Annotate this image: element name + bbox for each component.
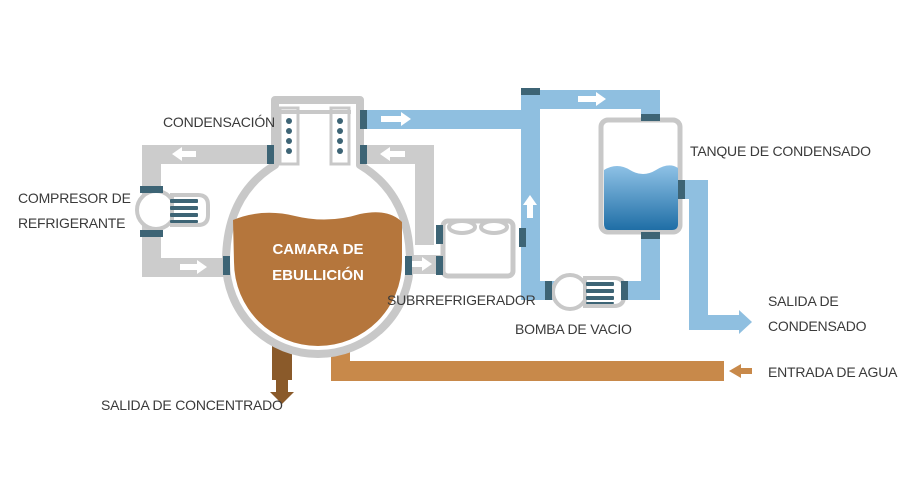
- arrow-refrigerant-top: [172, 147, 196, 161]
- label-salida-condensado-line1: SALIDA DE: [768, 293, 839, 309]
- label-salida-concentrado: SALIDA DE CONCENTRADO: [101, 397, 283, 413]
- arrow-vapor-top: [578, 92, 606, 106]
- water-inlet-arrow: [729, 364, 752, 378]
- tank-bottom-flange: [641, 232, 660, 239]
- arrow-refrigerant-right: [380, 147, 405, 161]
- refrigerant-pipe-top-left: [142, 145, 270, 164]
- label-salida-condensado-line2: CONDENSADO: [768, 318, 867, 334]
- condenser-tubes-left: [286, 118, 292, 154]
- label-subrefrigerador: SUBRREFRIGERADOR: [387, 292, 536, 308]
- vessel-flanges: [140, 88, 628, 300]
- label-compresor-line1: COMPRESOR DE: [18, 190, 131, 206]
- tank-side-flange: [678, 180, 685, 199]
- boiling-chamber: [140, 88, 628, 358]
- subcooler: [440, 218, 516, 279]
- vapor-pipe-riser: [521, 90, 540, 300]
- condenser-tubes-right: [337, 118, 343, 154]
- label-entrada-agua: ENTRADA DE AGUA: [768, 364, 898, 380]
- condensate-outlet-arrow: [739, 310, 752, 334]
- vapor-pipe-top: [362, 110, 540, 129]
- condensate-outlet-bottom: [689, 315, 739, 330]
- flow-arrows: [172, 92, 606, 274]
- condensate-tank: [598, 114, 685, 239]
- arrow-vapor-out: [381, 112, 411, 126]
- label-condensacion: CONDENSACIÓN: [163, 114, 275, 130]
- vapor-pipe-to-tank: [641, 90, 660, 120]
- label-camara-line2: EBULLICIÓN: [272, 266, 364, 284]
- tank-drain-vertical: [641, 232, 660, 300]
- label-compresor-line2: REFRIGERANTE: [18, 215, 125, 231]
- label-bomba-vacio: BOMBA DE VACIO: [515, 321, 632, 337]
- arrow-vapor-up: [523, 195, 537, 218]
- label-tanque-condensado: TANQUE DE CONDENSADO: [690, 143, 871, 159]
- condensate-outlet-vertical: [689, 180, 708, 330]
- vacuum-pump: [551, 273, 626, 311]
- arrow-to-subcooler: [412, 257, 432, 271]
- refrigerant-pipe-right-vertical: [415, 145, 434, 245]
- arrow-refrigerant-bottom: [180, 260, 207, 274]
- refrigerant-compressor: [135, 189, 210, 231]
- label-camara-line1: CAMARA DE: [272, 241, 363, 258]
- tank-top-flange: [641, 114, 660, 121]
